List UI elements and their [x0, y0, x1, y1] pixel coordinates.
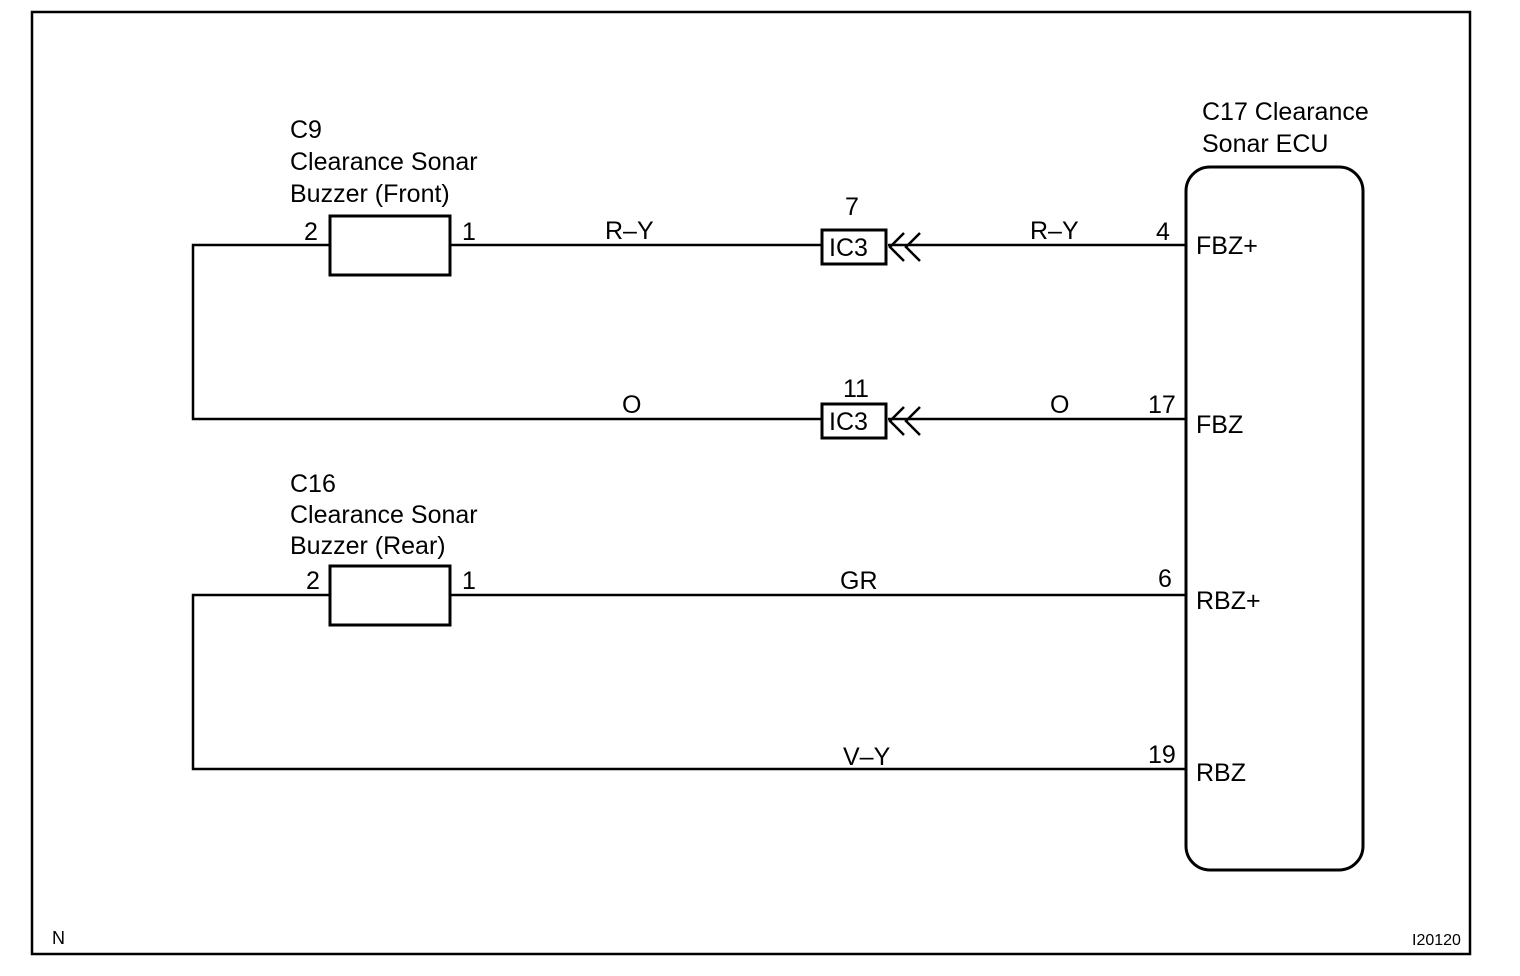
front-buzzer-pin-left: 2	[304, 218, 318, 246]
wire-rear-ground-loop	[191, 593, 1186, 771]
ecu-terminal-fbz-plus: FBZ+	[1196, 232, 1258, 260]
ecu-body	[1184, 165, 1365, 872]
ecu-pin-rbz: 19	[1148, 741, 1176, 769]
wire-label-rear-plus: GR	[840, 567, 878, 595]
wire-label-rear-ground: V–Y	[843, 743, 891, 771]
rear-buzzer-pin-right: 1	[462, 567, 476, 595]
connector-ic3-7-box	[820, 228, 888, 266]
diagram-frame	[30, 10, 1472, 956]
connector-ic3-11-arrow-2	[904, 406, 921, 436]
front-buzzer-name-line1: Clearance Sonar	[290, 148, 478, 176]
ecu-terminal-rbz: RBZ	[1196, 759, 1246, 787]
connector-ic3-11: 11 IC3	[820, 375, 921, 440]
front-buzzer-body	[328, 214, 452, 277]
connector-ic3-11-label: IC3	[829, 408, 868, 436]
ecu-pin-fbz: 17	[1148, 391, 1176, 419]
rear-buzzer-code: C16	[290, 470, 336, 498]
connector-ic3-11-box	[820, 402, 888, 440]
connector-ic3-7: 7 IC3	[820, 193, 921, 266]
ecu-title-line2: Sonar ECU	[1202, 130, 1328, 158]
front-buzzer-pin-right: 1	[462, 218, 476, 246]
ecu-title-line1: C17 Clearance	[1202, 98, 1369, 126]
connector-ic3-7-arrow-1	[888, 232, 905, 262]
connector-ic3-7-arrow-2	[904, 232, 921, 262]
wire-label-front-ground-left: O	[622, 391, 641, 419]
wire-label-front-plus-right: R–Y	[1030, 217, 1079, 245]
connector-ic3-11-arrow-1	[888, 406, 905, 436]
rear-buzzer-pin-left: 2	[306, 567, 320, 595]
front-buzzer: C9 Clearance Sonar Buzzer (Front) 2 1	[290, 116, 478, 277]
connector-ic3-11-pin: 11	[843, 375, 869, 403]
ecu-terminal-fbz: FBZ	[1196, 411, 1243, 439]
rear-buzzer-name-line1: Clearance Sonar	[290, 501, 478, 529]
connector-ic3-7-pin: 7	[845, 193, 859, 221]
connector-ic3-7-label: IC3	[829, 234, 868, 262]
wire-label-front-plus-left: R–Y	[605, 217, 654, 245]
ecu-pin-fbz-plus: 4	[1156, 218, 1170, 246]
rear-buzzer: C16 Clearance Sonar Buzzer (Rear) 2 1	[290, 470, 478, 627]
front-buzzer-name-line2: Buzzer (Front)	[290, 180, 450, 208]
wire-front-ground-loop	[191, 243, 822, 421]
front-buzzer-code: C9	[290, 116, 322, 144]
figure-id: I20120	[1412, 932, 1461, 949]
ecu-pin-rbz-plus: 6	[1158, 565, 1172, 593]
rear-buzzer-body	[328, 564, 452, 627]
wire-label-front-ground-right: O	[1050, 391, 1069, 419]
clearance-sonar-ecu: C17 Clearance Sonar ECU 4 FBZ+ 17 FBZ 6 …	[1148, 98, 1369, 872]
rear-buzzer-name-line2: Buzzer (Rear)	[290, 532, 446, 560]
ecu-terminal-rbz-plus: RBZ+	[1196, 587, 1261, 615]
corner-letter: N	[52, 928, 65, 948]
